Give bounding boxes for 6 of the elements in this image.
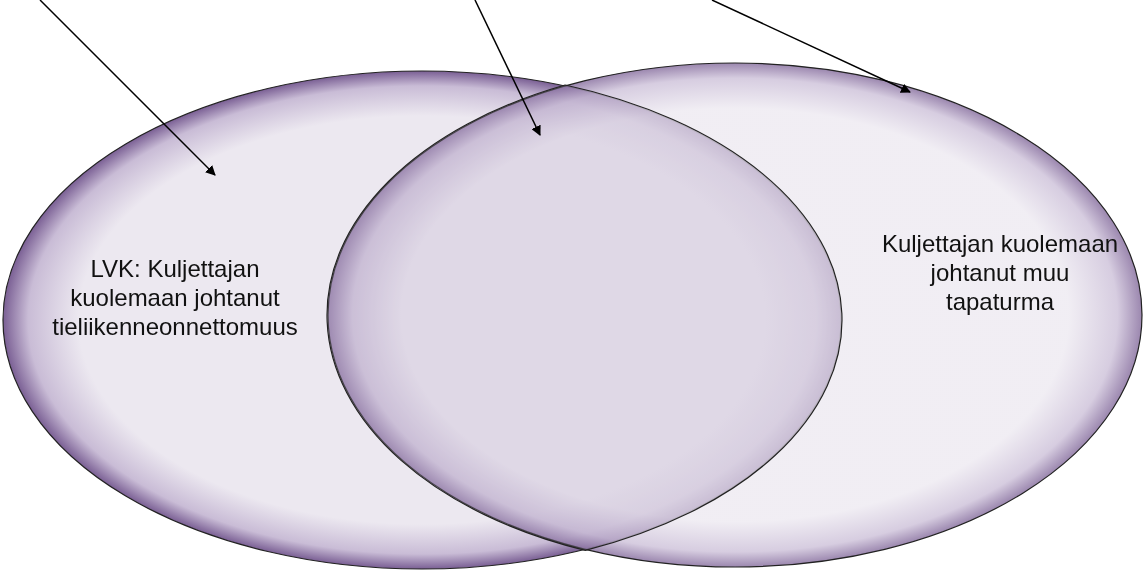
venn-circle: [327, 62, 1143, 568]
venn-label: LVK: Kuljettajan kuolemaan johtanut tieliikenneonnettomuus: [51, 255, 299, 342]
arrow: [711, 0, 911, 93]
arrow: [474, 0, 541, 136]
venn-label: Kuljettajan kuolemaan johtanut muu tapaturma: [880, 230, 1120, 317]
arrow: [39, 0, 216, 176]
